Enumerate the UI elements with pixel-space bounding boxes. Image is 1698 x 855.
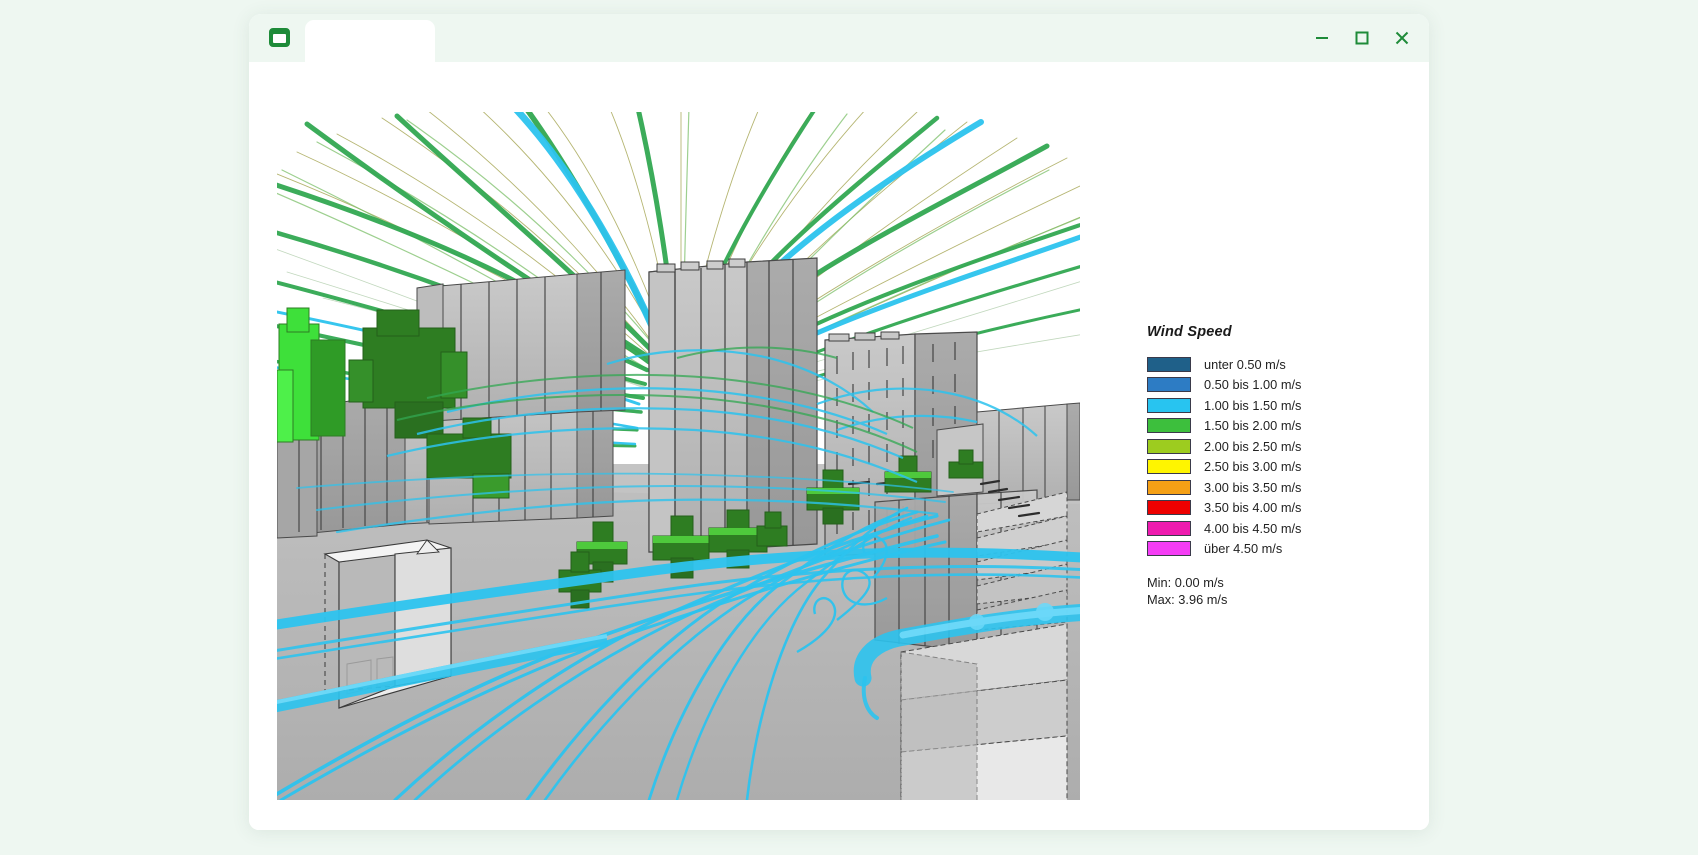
close-icon bbox=[1395, 31, 1409, 45]
wind-speed-legend: Wind Speed unter 0.50 m/s 0.50 bis 1.00 … bbox=[1147, 324, 1387, 609]
foreground-white-box bbox=[323, 539, 452, 709]
legend-swatch bbox=[1147, 418, 1191, 434]
legend-label: 3.00 bis 3.50 m/s bbox=[1204, 479, 1302, 495]
legend-entry-list: unter 0.50 m/s 0.50 bis 1.00 m/s 1.00 bi… bbox=[1147, 354, 1387, 559]
sawtooth-roof-lower bbox=[900, 623, 1068, 800]
tree-block-far bbox=[948, 449, 984, 479]
legend-label: unter 0.50 m/s bbox=[1204, 356, 1286, 372]
minimize-icon bbox=[1316, 37, 1328, 39]
legend-entry: 1.50 bis 2.00 m/s bbox=[1147, 416, 1387, 437]
minimize-button[interactable] bbox=[1309, 25, 1335, 51]
app-window: Wind Speed unter 0.50 m/s 0.50 bis 1.00 … bbox=[249, 14, 1429, 830]
legend-entry: 0.50 bis 1.00 m/s bbox=[1147, 375, 1387, 396]
streamlines-mid-arcs bbox=[386, 349, 1038, 484]
vegetation-left-bright bbox=[277, 307, 346, 443]
legend-entry: 3.50 bis 4.00 m/s bbox=[1147, 498, 1387, 519]
vegetation-left-dark bbox=[348, 309, 468, 439]
legend-label: 2.50 bis 3.00 m/s bbox=[1204, 459, 1302, 475]
close-button[interactable] bbox=[1389, 25, 1415, 51]
wind-simulation-viewport[interactable] bbox=[277, 112, 1080, 800]
legend-swatch bbox=[1147, 541, 1191, 557]
legend-swatch bbox=[1147, 438, 1191, 454]
legend-swatch bbox=[1147, 397, 1191, 413]
legend-label: 4.00 bis 4.50 m/s bbox=[1204, 520, 1302, 536]
legend-entry: 2.50 bis 3.00 m/s bbox=[1147, 457, 1387, 478]
window-titlebar bbox=[249, 14, 1429, 62]
legend-max-value: Max: 3.96 m/s bbox=[1147, 591, 1228, 607]
legend-label: über 4.50 m/s bbox=[1204, 541, 1283, 557]
maximize-button[interactable] bbox=[1349, 25, 1375, 51]
legend-entry: 4.00 bis 4.50 m/s bbox=[1147, 518, 1387, 539]
legend-entry: 2.00 bis 2.50 m/s bbox=[1147, 436, 1387, 457]
legend-swatch bbox=[1147, 459, 1191, 475]
legend-label: 2.00 bis 2.50 m/s bbox=[1204, 438, 1302, 454]
window-controls bbox=[1309, 14, 1415, 62]
maximize-icon bbox=[1355, 31, 1369, 45]
tree-block-right bbox=[884, 455, 932, 493]
legend-label: 1.50 bis 2.00 m/s bbox=[1204, 418, 1302, 434]
legend-entry: 1.00 bis 1.50 m/s bbox=[1147, 395, 1387, 416]
legend-swatch bbox=[1147, 479, 1191, 495]
streamlines-ground-cyan bbox=[277, 472, 1080, 800]
wind-simulation-render bbox=[277, 112, 1080, 800]
legend-swatch bbox=[1147, 356, 1191, 372]
tree-block bbox=[652, 515, 710, 579]
building-central-tower bbox=[648, 257, 818, 553]
legend-entry: 3.00 bis 3.50 m/s bbox=[1147, 477, 1387, 498]
legend-statistics: Min: 0.00 m/s Max: 3.96 m/s bbox=[1147, 575, 1387, 609]
streamline-tube-right bbox=[853, 603, 1080, 720]
tree-block bbox=[756, 511, 788, 547]
legend-swatch bbox=[1147, 377, 1191, 393]
legend-entry: über 4.50 m/s bbox=[1147, 539, 1387, 560]
legend-min-value: Min: 0.00 m/s bbox=[1147, 575, 1224, 590]
vegetation-left-mid bbox=[426, 417, 512, 499]
browser-tab[interactable] bbox=[305, 20, 435, 62]
streamlines-mid-green-arcs bbox=[396, 346, 918, 453]
window-content: Wind Speed unter 0.50 m/s 0.50 bis 1.00 … bbox=[249, 62, 1429, 830]
legend-label: 1.00 bis 1.50 m/s bbox=[1204, 397, 1302, 413]
legend-title: Wind Speed bbox=[1147, 324, 1232, 340]
legend-swatch bbox=[1147, 520, 1191, 536]
streamline-vortices bbox=[796, 535, 888, 654]
legend-swatch bbox=[1147, 500, 1191, 516]
legend-label: 3.50 bis 4.00 m/s bbox=[1204, 500, 1302, 516]
legend-label: 0.50 bis 1.00 m/s bbox=[1204, 377, 1302, 393]
streamline-tube-left bbox=[277, 634, 609, 713]
browser-window-icon bbox=[269, 28, 290, 47]
legend-entry: unter 0.50 m/s bbox=[1147, 354, 1387, 375]
browser-window-icon-inner bbox=[273, 34, 286, 43]
